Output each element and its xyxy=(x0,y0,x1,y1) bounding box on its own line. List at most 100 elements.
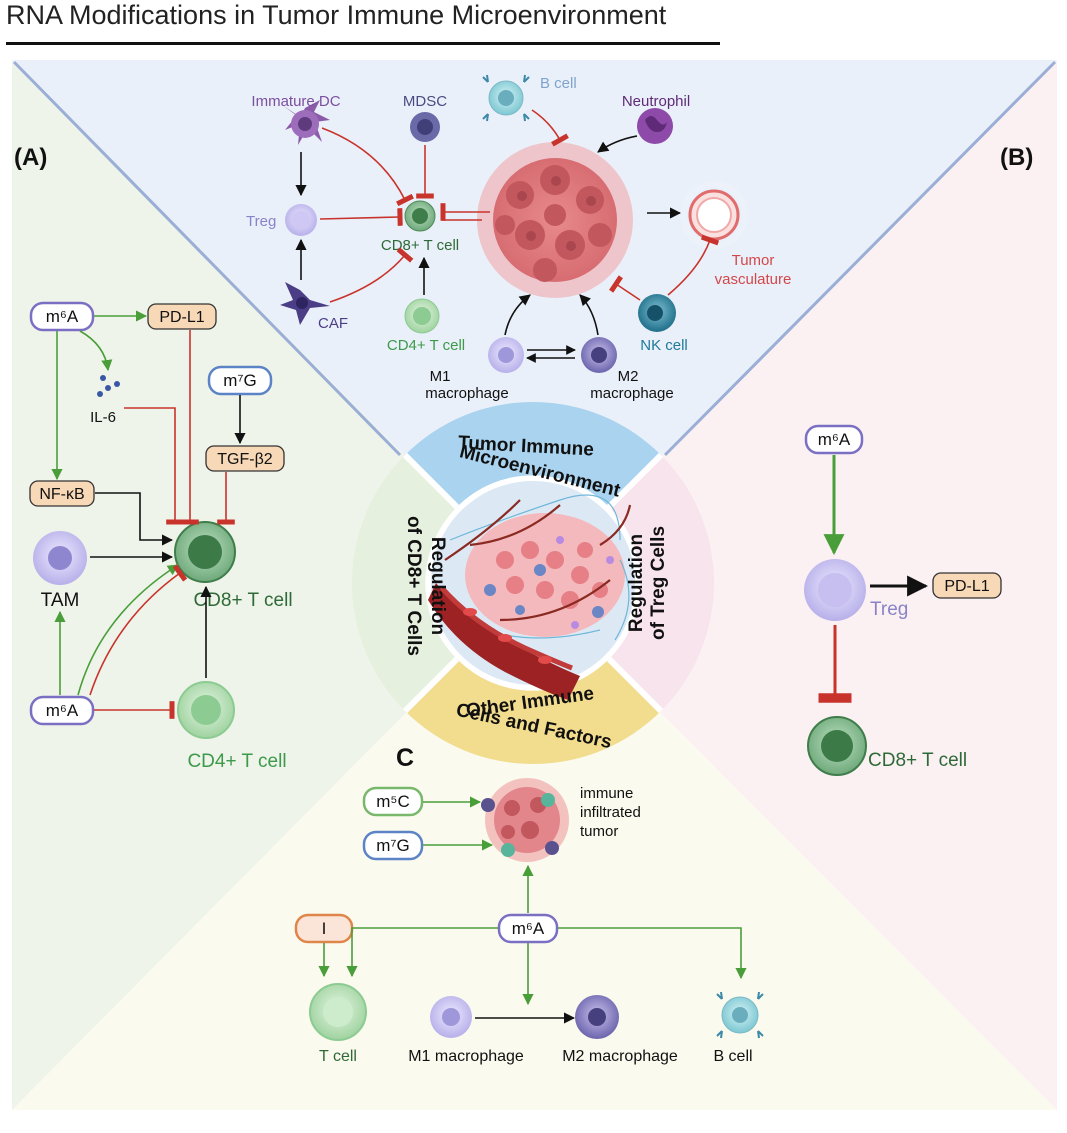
edge-nfkb-to-cd8 xyxy=(95,492,174,546)
edge-bcell-inhibit-tumor xyxy=(531,109,569,147)
treg-top-label: Treg xyxy=(246,213,276,230)
m6a-bottom-text: m⁶A xyxy=(46,701,79,720)
edge-nk-inhibit-tumor xyxy=(609,275,641,301)
divider-left xyxy=(12,60,402,457)
b-cell-top-label: B cell xyxy=(540,75,577,92)
cd8-top-icon xyxy=(404,200,436,232)
cd8-right-label: CD8+ T cell xyxy=(868,750,967,771)
b-cell-bottom-label: B cell xyxy=(713,1048,752,1065)
edge-m6a-inhibit-cd8 xyxy=(89,564,188,696)
edge-dc-inhibit-cd8 xyxy=(321,127,414,207)
m2-top-label-2: macrophage xyxy=(590,385,673,402)
treg-top-icon xyxy=(285,204,317,236)
neutrophil-icon xyxy=(637,108,673,144)
cd4-left-icon xyxy=(177,681,235,739)
edge-m6a-to-cd8 xyxy=(77,564,179,696)
nfkb-text: NF-κB xyxy=(39,486,84,503)
center-ring: Tumor Immune Microenvironment Regulation… xyxy=(351,401,715,765)
m6a-right-text: m⁶A xyxy=(818,430,851,449)
mdsc-label: MDSC xyxy=(403,93,447,110)
m6a-bottom-panel-text: m⁶A xyxy=(512,919,545,938)
m2-bottom-label: M2 macrophage xyxy=(562,1048,678,1065)
tgfb2-text: TGF-β2 xyxy=(217,451,273,468)
m6a-bottom-box xyxy=(29,695,95,726)
vasculature-label-2: vasculature xyxy=(715,271,792,288)
m1-bottom-label: M1 macrophage xyxy=(408,1048,524,1065)
edge-neutrophil-to-tumor xyxy=(597,135,638,153)
caf-icon xyxy=(280,282,330,325)
edge-caf-inhibit-cd8 xyxy=(329,247,414,303)
nk-cell-label: NK cell xyxy=(640,337,688,354)
seg-right-label-2: of Treg Cells xyxy=(648,526,669,640)
panel-a-label: (A) xyxy=(14,144,47,171)
m6a-top-box xyxy=(29,301,95,332)
tumor-vasculature-icon xyxy=(679,180,749,250)
m6a-bottom-panel-box xyxy=(497,913,559,944)
m7g-left-text: m⁷G xyxy=(223,371,257,390)
cd4-left-label: CD4+ T cell xyxy=(187,751,286,772)
left-panel: m⁶A PD-L1 IL-6 m⁷G TGF-β2 NF-κB TAM CD8+… xyxy=(29,301,293,772)
right-panel-bg xyxy=(533,60,1057,1110)
m1-top-label-2: macrophage xyxy=(425,385,508,402)
m7g-bottom-box xyxy=(362,830,424,861)
m7g-bottom-text: m⁷G xyxy=(376,836,410,855)
edge-nk-inhibit-vasculature xyxy=(667,234,720,296)
edge-m6a-to-il6 xyxy=(79,330,113,372)
top-panel-bg xyxy=(12,60,1057,585)
tgfb2-box xyxy=(205,445,285,472)
cd8-left-icon xyxy=(174,521,236,583)
m1-top-icon xyxy=(488,337,524,373)
edge-m1-to-tumor xyxy=(504,294,531,336)
m2-bottom-icon xyxy=(575,995,619,1039)
immature-dc-icon xyxy=(282,100,330,145)
tam-label: TAM xyxy=(41,590,80,611)
m2-top-label-1: M2 xyxy=(618,368,639,385)
divider-right xyxy=(663,60,1057,457)
ring-seg-left xyxy=(351,455,457,711)
b-cell-top-icon xyxy=(482,74,530,122)
m6a-top-text: m⁶A xyxy=(46,307,79,326)
caf-label: CAF xyxy=(318,315,348,332)
pdl1-right-box xyxy=(932,572,1002,599)
seg-left-label-2: of CD8+ T Cells xyxy=(403,516,424,656)
t-cell-icon xyxy=(309,983,367,1041)
m6a-right-box xyxy=(804,424,864,455)
cd8-left-label: CD8+ T cell xyxy=(193,590,292,611)
left-panel-bg xyxy=(12,60,533,1110)
il6-label: IL-6 xyxy=(90,409,116,426)
vasculature-label-1: Tumor xyxy=(732,252,775,269)
treg-right-icon xyxy=(804,559,866,621)
top-panel: Immature DC MDSC B cell Neutrophil Treg xyxy=(246,74,792,402)
m7g-left-box xyxy=(207,365,273,396)
panel-c-label: C xyxy=(396,744,414,772)
i-box-text: I xyxy=(322,919,327,938)
cd4-top-label: CD4+ T cell xyxy=(387,337,465,354)
title-underline xyxy=(6,42,720,45)
page-title: RNA Modifications in Tumor Immune Microe… xyxy=(6,0,667,30)
cd8-right-icon xyxy=(807,716,867,776)
il6-molecule-icon xyxy=(97,375,120,397)
m5c-text: m⁵C xyxy=(376,792,410,811)
edge-m6a-to-bcell xyxy=(558,927,747,980)
tam-icon xyxy=(33,531,87,585)
pdl1-right-text: PD-L1 xyxy=(944,578,989,595)
neutrophil-label: Neutrophil xyxy=(622,93,690,110)
tumor-label-2: infiltrated xyxy=(580,804,641,821)
pdl1-left-box xyxy=(147,303,217,330)
edge-m2-to-tumor xyxy=(579,294,599,336)
bottom-panel: m⁵C m⁷G immune infiltrated tumor I m⁶A T… xyxy=(294,778,764,1065)
tumor-label-3: tumor xyxy=(580,823,618,840)
edge-treg-inhibit-cd8 xyxy=(319,208,403,226)
t-cell-label: T cell xyxy=(319,1048,357,1065)
ring-seg-bottom xyxy=(405,659,661,765)
immune-infiltrated-tumor-icon xyxy=(481,778,569,862)
edge-il6-inhibit-cd8 xyxy=(124,407,184,525)
m1-top-label-1: M1 xyxy=(430,368,451,385)
seg-right-label-1: Regulation xyxy=(626,534,647,632)
m2-top-icon xyxy=(581,337,617,373)
pdl1-left-text: PD-L1 xyxy=(159,309,204,326)
panel-b-label: (B) xyxy=(1000,144,1033,171)
right-panel: m⁶A Treg PD-L1 CD8+ T cell xyxy=(804,424,1002,776)
seg-left-label-1: Regulation xyxy=(427,537,448,635)
